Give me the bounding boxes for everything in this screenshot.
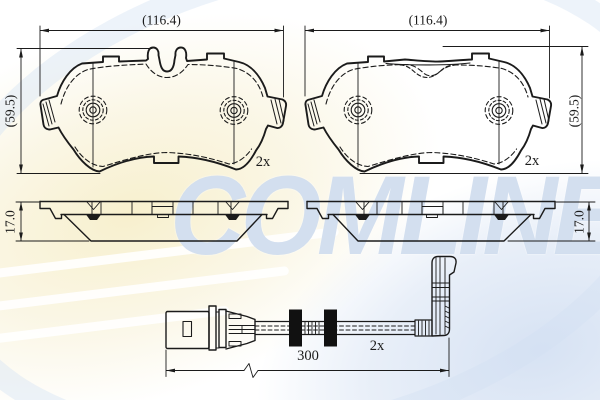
dimension-lines <box>15 25 596 378</box>
pad-rear-right-view <box>304 52 553 173</box>
pad-right-height-label: (59.5) <box>566 94 582 127</box>
sensor-length-label: 300 <box>297 347 319 364</box>
wear-sensor-view <box>165 255 457 351</box>
pad-right-quantity-label: 2x <box>524 152 540 169</box>
side-right-thickness-label: 17.0 <box>570 209 586 234</box>
pad-left-height-label: (59.5) <box>1 94 17 128</box>
pad-side-left-view <box>39 200 289 242</box>
pad-left-width-label: (116.4) <box>142 12 181 28</box>
pad-rear-left-view <box>39 46 288 173</box>
pad-right-width-label: (116.4) <box>408 12 448 28</box>
pad-side-right-view <box>306 200 556 242</box>
side-left-thickness-label: 17.0 <box>2 209 18 234</box>
watermark-brand-text: COMLINE <box>170 153 600 278</box>
pad-left-quantity-label: 2x <box>255 153 271 170</box>
sensor-quantity-label: 2x <box>369 337 385 354</box>
